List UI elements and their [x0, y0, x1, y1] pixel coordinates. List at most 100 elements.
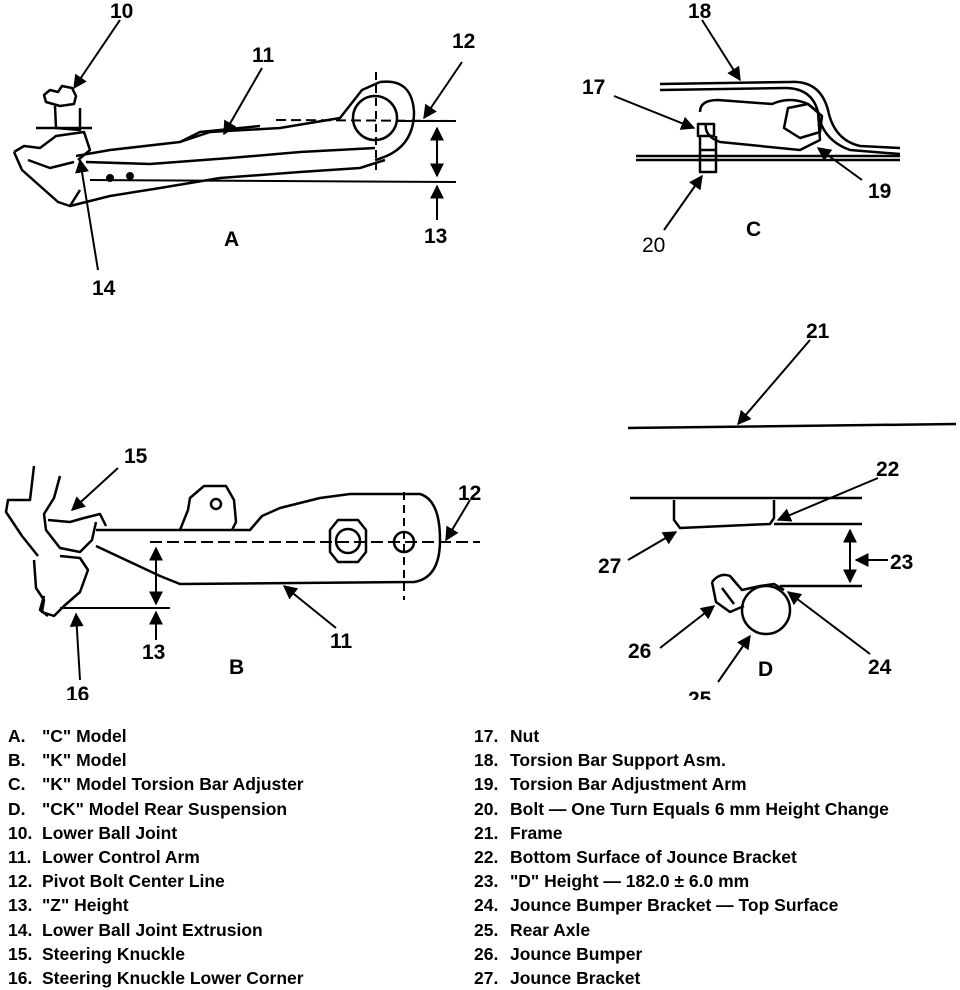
legend-text: Nut	[510, 726, 540, 746]
callout-21: 21	[806, 320, 830, 343]
panel-d-drawing	[627, 422, 957, 636]
callout-11: 11	[252, 44, 275, 67]
legend-key: 26.	[474, 943, 499, 964]
legend-key: 27.	[474, 968, 499, 989]
callout-17: 17	[582, 76, 605, 99]
legend-text: "K" Model	[42, 750, 127, 771]
suspension-diagram: 10 11 12 13 14 A 18 17 19 20 C	[4, 0, 957, 700]
legend-item: 25. Rear Axle	[474, 918, 889, 942]
panel-a-drawing	[12, 80, 416, 208]
legend-left: A. "C" Model B. "K" Model C. "K" Model Tors…	[8, 724, 304, 990]
legend-key: D.	[8, 798, 26, 819]
callout-13b: 13	[142, 641, 165, 664]
panel-label-b: B	[229, 656, 244, 679]
panel-a-dims	[73, 19, 463, 271]
callout-13: 13	[424, 225, 447, 248]
legend-key: 10.	[8, 822, 33, 843]
legend-key: 14.	[8, 919, 33, 940]
legend-item: 18. Torsion Bar Support Asm.	[474, 748, 889, 772]
panel-d-dims	[627, 339, 888, 683]
legend-item: 20. Bolt — One Turn Equals 6 mm Height Ch…	[474, 797, 889, 821]
legend-item: 14. Lower Ball Joint Extrusion	[8, 918, 304, 942]
panel-label-c: C	[746, 218, 761, 241]
panel-b-dims	[60, 467, 480, 681]
legend-item: 11. Lower Control Arm	[8, 845, 304, 869]
legend-key: 24.	[474, 895, 499, 916]
legend-item: 19. Torsion Bar Adjustment Arm	[474, 772, 889, 796]
legend-text: Bottom Surface of Jounce Bracket	[510, 847, 797, 868]
callout-19: 19	[868, 180, 891, 203]
legend-text: Bolt — One Turn Equals 6 mm Height Chang…	[510, 798, 889, 819]
legend-item: B. "K" Model	[8, 748, 304, 772]
legend-item: 13. "Z" Height	[8, 893, 304, 917]
legend-item: 15. Steering Knuckle	[8, 942, 304, 966]
legend-text: Torsion Bar Support Asm.	[510, 750, 726, 771]
legend-item: 12. Pivot Bolt Center Line	[8, 869, 304, 893]
legend-text: Lower Ball Joint	[42, 822, 178, 843]
legend-text: Pivot Bolt Center Line	[42, 871, 225, 892]
legend-item: 17. Nut	[474, 724, 889, 748]
legend-text: Rear Axle	[510, 919, 591, 940]
legend-key: 15.	[8, 943, 33, 964]
legend-text: Torsion Bar Adjustment Arm	[510, 774, 747, 795]
legend-key: 17.	[474, 726, 499, 746]
legend-text: Jounce Bumper Bracket — Top Surface	[510, 895, 839, 916]
callout-12: 12	[452, 30, 475, 53]
callout-11b: 11	[330, 630, 353, 653]
legend-text: "K" Model Torsion Bar Adjuster	[42, 774, 304, 795]
legend-text: Frame	[510, 822, 563, 843]
legend-item: 21.Frame	[474, 821, 889, 845]
legend-key: 18.	[474, 750, 499, 771]
legend-item: 24. Jounce Bumper Bracket — Top Surface	[474, 893, 889, 917]
callout-12b: 12	[458, 482, 481, 505]
legend-item: 22. Bottom Surface of Jounce Bracket	[474, 845, 889, 869]
legend-key: 25.	[474, 919, 499, 940]
legend-text: Jounce Bracket	[510, 968, 641, 989]
panel-label-a: A	[224, 228, 239, 251]
legend-text: Lower Control Arm	[42, 847, 200, 868]
legend-text: "CK" Model Rear Suspension	[42, 798, 288, 819]
legend-text: Steering Knuckle	[42, 943, 185, 964]
callout-16: 16	[66, 683, 89, 700]
legend-text: "Z" Height	[42, 895, 129, 916]
legend-item: C. "K" Model Torsion Bar Adjuster	[8, 772, 304, 796]
legend-key: 11.	[8, 847, 32, 868]
callout-20: 20	[642, 234, 665, 257]
legend-text: "C" Model	[42, 726, 127, 746]
legend-key: C.	[8, 774, 26, 795]
legend-key: 19.	[474, 774, 499, 795]
legend-item: 10. Lower Ball Joint	[8, 821, 304, 845]
callout-22: 22	[876, 458, 899, 481]
panel-c-drawing	[636, 80, 901, 174]
legend-key: A.	[8, 726, 26, 746]
legend-key: 22.	[474, 847, 499, 868]
legend-item: 16. Steering Knuckle Lower Corner	[8, 966, 304, 990]
callout-15: 15	[124, 445, 148, 468]
panel-c-leaders	[613, 19, 863, 231]
legend-text: Steering Knuckle Lower Corner	[42, 968, 304, 989]
legend-text: "D" Height — 182.0 ± 6.0 mm	[510, 871, 750, 892]
legend-item: 26. Jounce Bumper	[474, 942, 889, 966]
callout-10: 10	[110, 0, 133, 23]
legend-item: 23. "D" Height — 182.0 ± 6.0 mm	[474, 869, 889, 893]
callout-23: 23	[890, 551, 913, 574]
legend-key: 12.	[8, 871, 33, 892]
callout-27: 27	[598, 555, 621, 578]
legend-key: B.	[8, 750, 26, 771]
callout-26: 26	[628, 640, 651, 663]
legend-key: 13.	[8, 895, 33, 916]
legend-item: 27. Jounce Bracket	[474, 966, 889, 990]
legend-right: 17. Nut 18. Torsion Bar Support Asm. 19. To…	[474, 724, 889, 990]
callout-14: 14	[92, 277, 116, 300]
legend-item: D. "CK" Model Rear Suspension	[8, 797, 304, 821]
legend-key: 16.	[8, 968, 33, 989]
legend-text: Jounce Bumper	[510, 943, 643, 964]
legend-item: A. "C" Model	[8, 724, 304, 748]
legend-key: 20.	[474, 798, 499, 819]
callout-24: 24	[868, 656, 892, 679]
panel-label-d: D	[758, 658, 773, 681]
legend-key: 23.	[474, 871, 499, 892]
callout-18: 18	[688, 0, 712, 23]
legend-text: Lower Ball Joint Extrusion	[42, 919, 263, 940]
callout-25: 25	[688, 688, 712, 700]
